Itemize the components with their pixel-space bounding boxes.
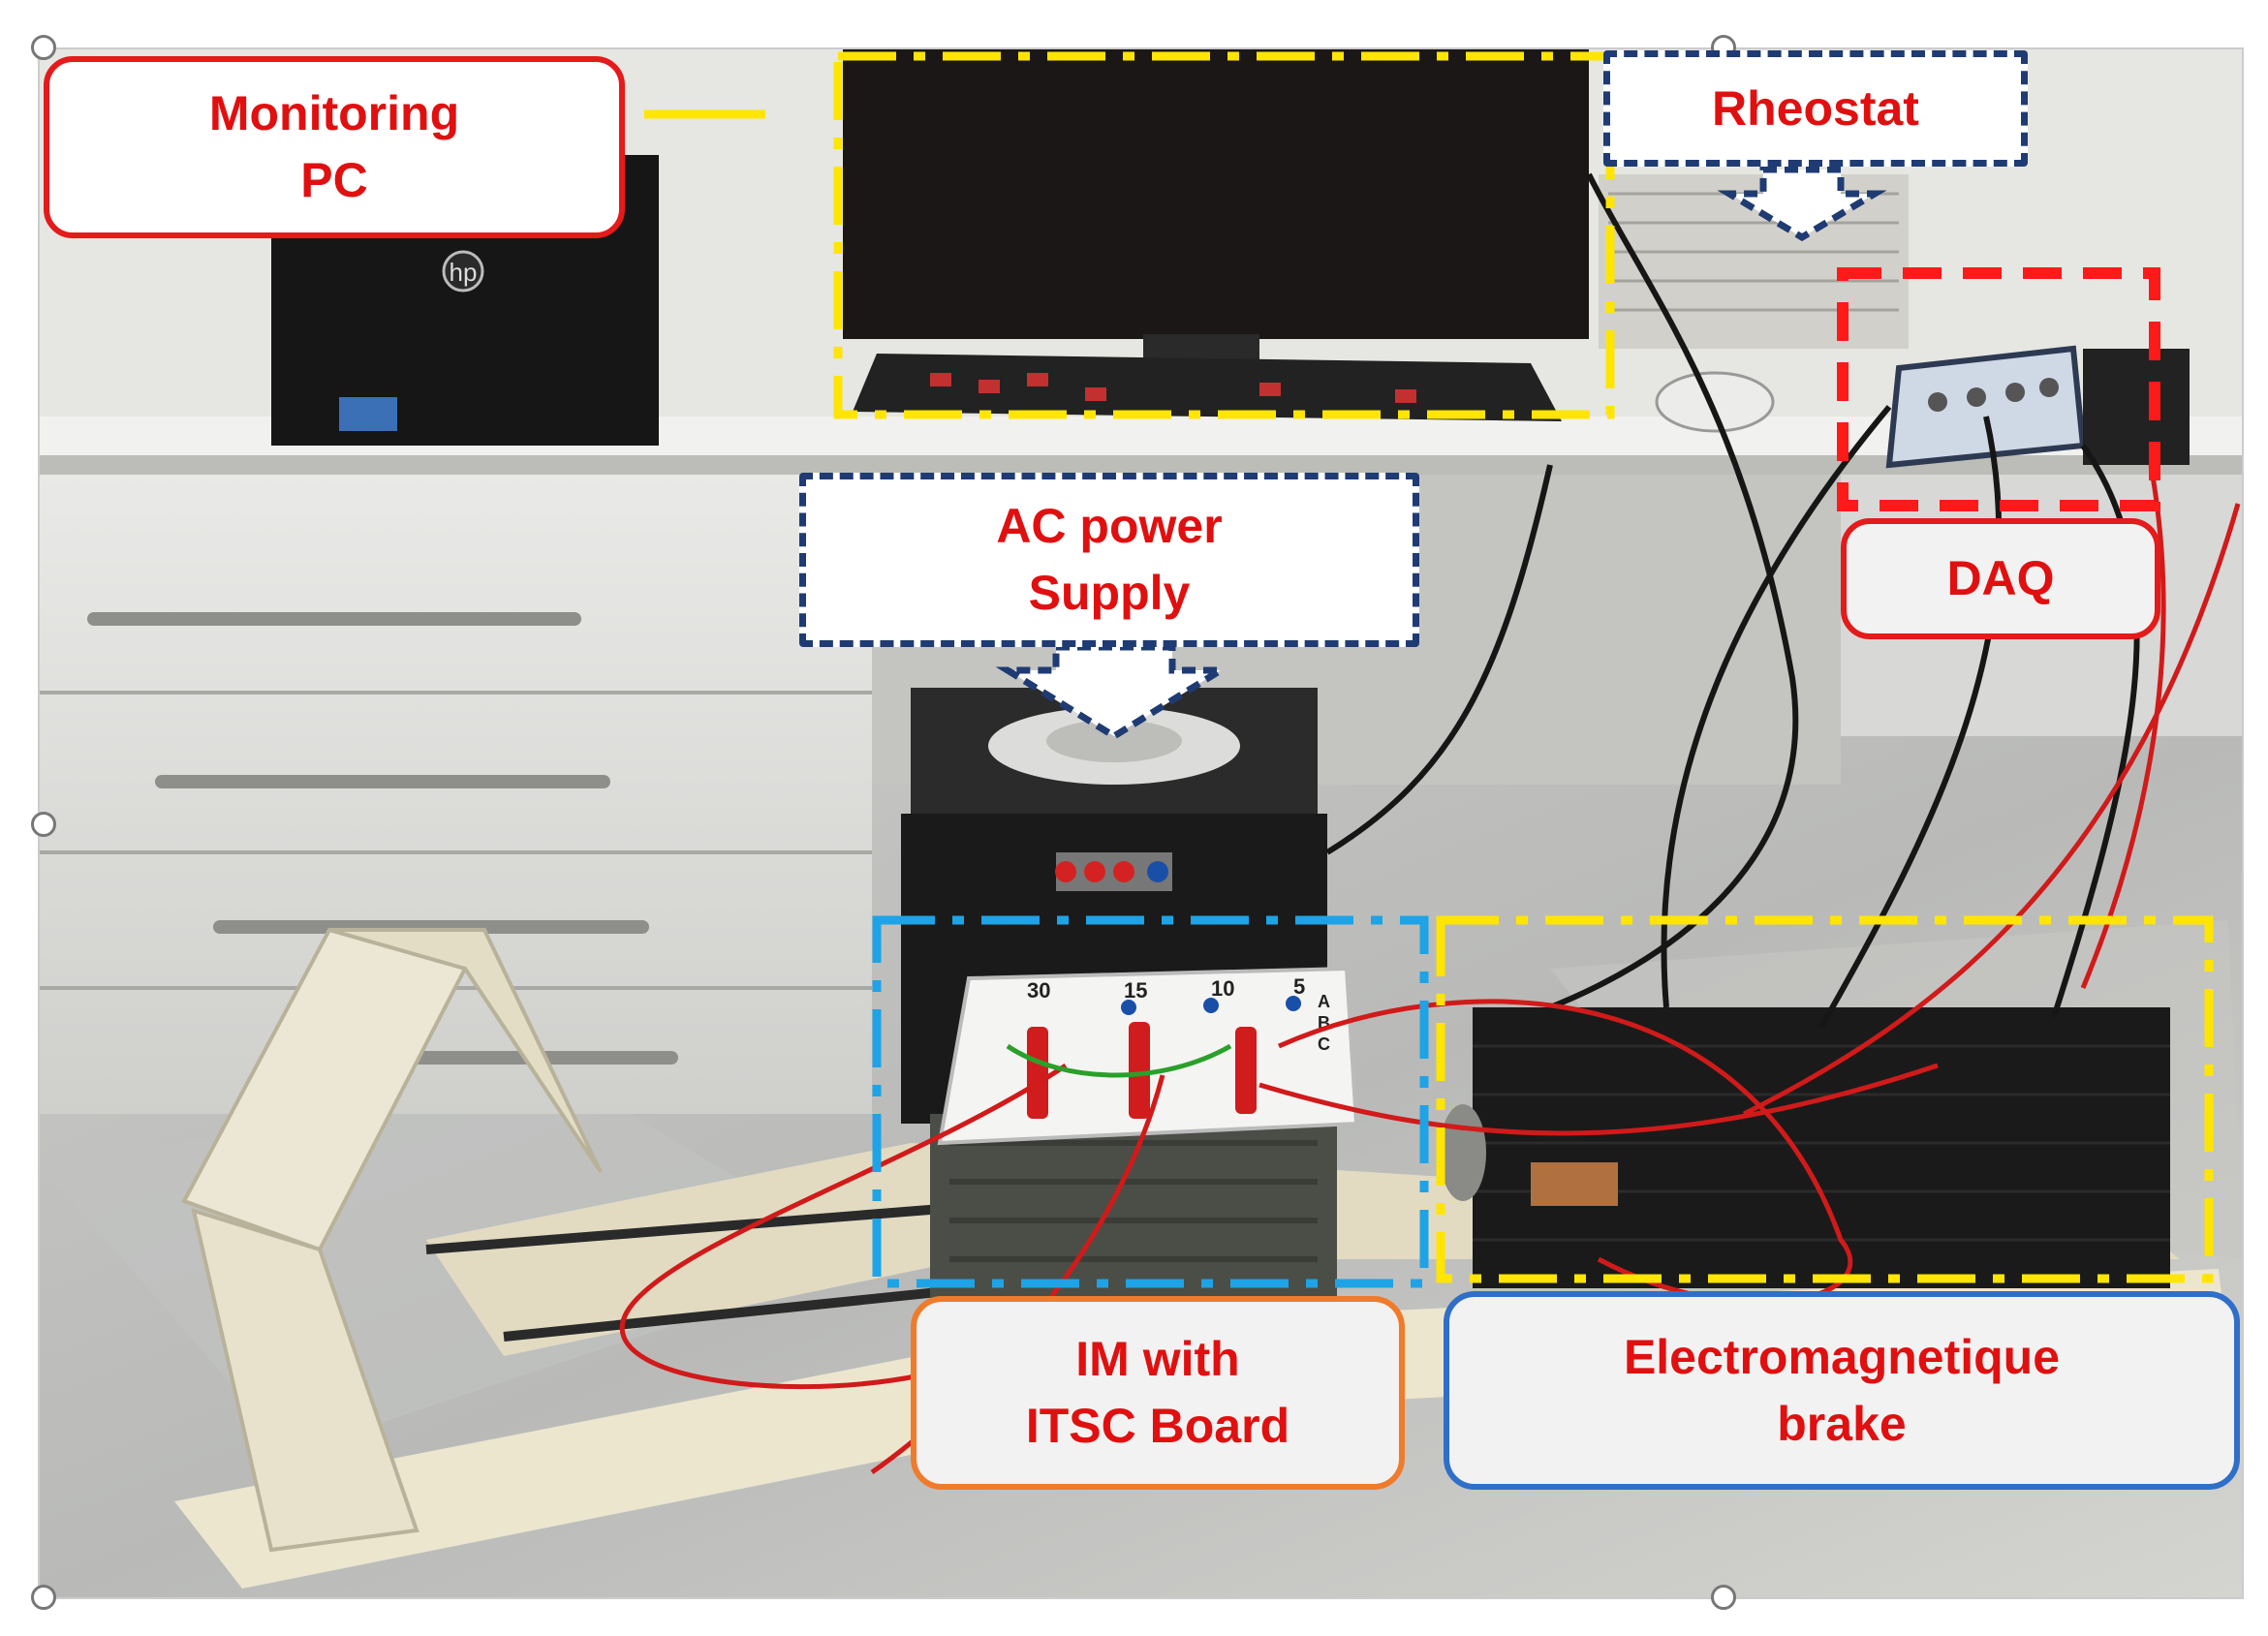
daq-label: DAQ <box>1841 518 2160 639</box>
brake-body <box>1473 1007 2170 1288</box>
monitoring-pc-label: Monitoring PC <box>44 56 625 238</box>
phase-marking: C <box>1318 1034 1330 1054</box>
ac-power-supply-label-line: Supply <box>1028 566 1191 620</box>
board-marking: 30 <box>1027 978 1050 1003</box>
ac-power-supply-label: AC power Supply <box>799 473 1419 647</box>
drawer-cabinet <box>39 475 872 1114</box>
daq-label-text: DAQ <box>1946 551 2055 605</box>
drawer-handle <box>155 775 610 788</box>
phase-marking: A <box>1318 992 1330 1011</box>
drawer-handle <box>213 920 649 934</box>
ac-supply-arrow <box>995 643 1233 741</box>
monitor-screen <box>843 48 1589 339</box>
multimeter <box>2083 349 2190 465</box>
monitoring-pc-region <box>833 51 1615 419</box>
resize-handle <box>31 812 56 837</box>
daq-region <box>1837 267 2160 511</box>
im-itsc-label-line: ITSC Board <box>1025 1399 1290 1453</box>
board-marking: 5 <box>1293 974 1305 999</box>
brake-label-line: Electromagnetique <box>1623 1329 2061 1384</box>
resize-handle <box>31 35 56 60</box>
ac-power-supply-label-line: AC power <box>996 499 1223 553</box>
im-itsc-label: IM with ITSC Board <box>911 1296 1405 1490</box>
pc-brand-logo: hp <box>450 258 478 287</box>
im-region <box>872 915 1429 1288</box>
board-marking: 15 <box>1124 978 1147 1003</box>
resize-handle <box>31 1585 56 1610</box>
daq-unit <box>1885 345 2087 469</box>
mouse <box>1655 371 1775 433</box>
brake-nameplate <box>1531 1162 1618 1206</box>
monitoring-pc-label-line: PC <box>300 153 368 207</box>
brake-label-line: brake <box>1777 1396 1907 1451</box>
keyboard <box>853 354 1562 421</box>
im-itsc-label-line: IM with <box>1075 1332 1240 1386</box>
brake-label: Electromagnetique brake <box>1444 1291 2240 1490</box>
rheostat-label: Rheostat <box>1603 50 2028 167</box>
board-marking: 10 <box>1211 976 1234 1001</box>
rheostat-arrow <box>1717 166 1887 242</box>
monitoring-pc-label-line: Monitoring <box>208 86 460 140</box>
rheostat-label-text: Rheostat <box>1712 80 1919 136</box>
brake-region <box>1436 915 2214 1283</box>
resize-handle <box>1711 1585 1736 1610</box>
drawer-handle <box>87 612 581 626</box>
